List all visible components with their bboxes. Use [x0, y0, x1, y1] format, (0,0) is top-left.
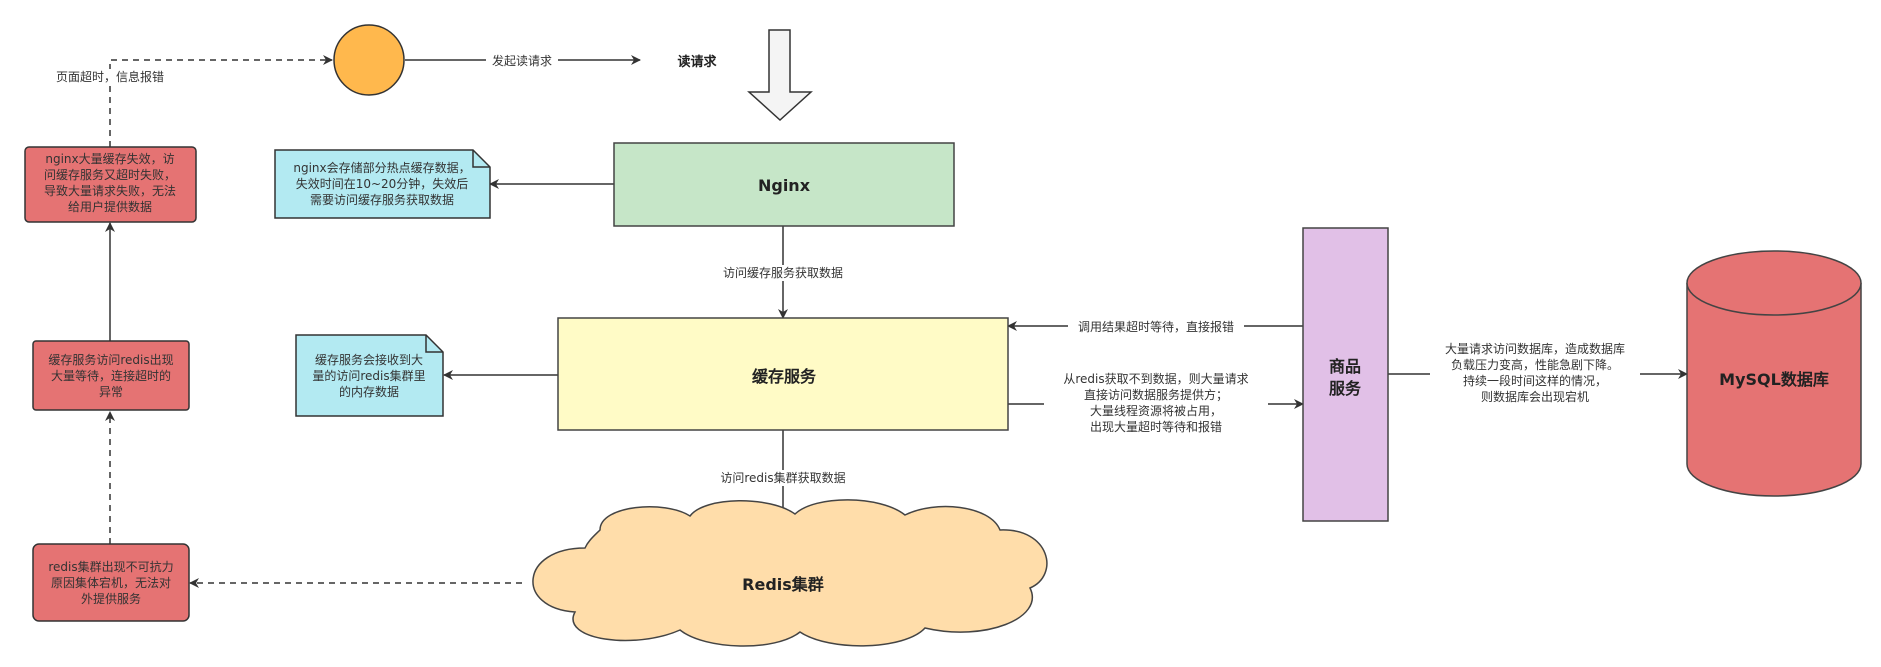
failure-cache-wait [32, 340, 190, 411]
cache-service-node [557, 317, 1009, 431]
failure-redis-down-text: redis集群出现不可抗力 原因集体宕机，无法对 外提供服务 [48, 559, 173, 606]
failure-redis-down [32, 543, 190, 622]
cache-note-fold [425, 335, 443, 353]
svg-text:商品: 商品 [1329, 357, 1361, 376]
cache-note [295, 334, 444, 417]
start-node-circle [333, 24, 405, 96]
cache-note-text: 缓存服务会接收到大 量的访问redis集群里 的内存数据 [312, 352, 425, 399]
failure-nginx [24, 146, 197, 223]
nginx-note [274, 149, 491, 219]
svg-text:负载压力变高，性能急剧下降。: 负载压力变高，性能急剧下降。 [1451, 357, 1619, 372]
edge-product-cache-label: 调用结果超时等待，直接报错 [1078, 319, 1234, 334]
svg-text:直接访问数据服务提供方；: 直接访问数据服务提供方； [1084, 387, 1228, 402]
nginx-note-fold [472, 150, 490, 168]
redis-cluster-label: Redis集群 [742, 575, 824, 594]
edge-send-request-label: 发起读请求 [492, 53, 552, 68]
edge-page-timeout [109, 55, 333, 147]
redis-cluster-cloud [532, 499, 1048, 647]
mysql-database-label: MySQL数据库 [1719, 370, 1829, 389]
edge-cache-product-label: 从redis获取不到数据，则大量请求 直接访问数据服务提供方； 大量线程资源将被… [1063, 371, 1248, 434]
svg-text:异常: 异常 [99, 385, 123, 399]
svg-text:量的访问redis集群里: 量的访问redis集群里 [312, 368, 425, 383]
svg-text:给用户提供数据: 给用户提供数据 [68, 199, 152, 214]
edge-product-mysql-label: 大量请求访问数据库，造成数据库 负载压力变高，性能急剧下降。 持续一段时间这样的… [1445, 341, 1625, 404]
read-request-label: 读请求 [677, 54, 717, 70]
svg-text:持续一段时间这样的情况，: 持续一段时间这样的情况， [1463, 373, 1607, 388]
svg-text:需要访问缓存服务获取数据: 需要访问缓存服务获取数据 [310, 192, 454, 207]
svg-text:问缓存服务又超时失败，: 问缓存服务又超时失败， [44, 167, 176, 182]
product-service-label: 商品 服务 [1329, 357, 1362, 398]
svg-text:从redis获取不到数据，则大量请求: 从redis获取不到数据，则大量请求 [1063, 371, 1248, 386]
svg-text:nginx大量缓存失效，访: nginx大量缓存失效，访 [45, 151, 174, 166]
svg-text:缓存服务访问redis出现: 缓存服务访问redis出现 [48, 352, 173, 367]
svg-text:的内存数据: 的内存数据 [339, 384, 399, 399]
svg-text:nginx会存储部分热点缓存数据，: nginx会存储部分热点缓存数据， [293, 160, 470, 175]
svg-text:失效时间在10~20分钟，失效后: 失效时间在10~20分钟，失效后 [296, 176, 469, 191]
svg-text:大量等待，连接超时的: 大量等待，连接超时的 [51, 368, 171, 383]
failure-nginx-text: nginx大量缓存失效，访 问缓存服务又超时失败， 导致大量请求失败，无法 给用… [44, 151, 176, 214]
nginx-note-text: nginx会存储部分热点缓存数据， 失效时间在10~20分钟，失效后 需要访问缓… [293, 160, 470, 207]
svg-text:服务: 服务 [1329, 379, 1362, 398]
svg-text:出现大量超时等待和报错: 出现大量超时等待和报错 [1090, 419, 1222, 434]
svg-text:原因集体宕机，无法对: 原因集体宕机，无法对 [51, 575, 171, 590]
edge-cache-redis-label: 访问redis集群获取数据 [720, 470, 845, 485]
svg-text:导致大量请求失败，无法: 导致大量请求失败，无法 [44, 183, 176, 198]
svg-text:则数据库会出现宕机: 则数据库会出现宕机 [1481, 389, 1589, 404]
mysql-database-node [1686, 250, 1862, 497]
incoming-request-arrow [747, 29, 813, 122]
product-service-node [1302, 227, 1389, 522]
edge-nginx-cache-label: 访问缓存服务获取数据 [723, 265, 843, 280]
svg-text:缓存服务会接收到大: 缓存服务会接收到大 [315, 352, 423, 367]
edge-page-timeout-label: 页面超时，信息报错 [56, 69, 164, 84]
svg-text:大量请求访问数据库，造成数据库: 大量请求访问数据库，造成数据库 [1445, 341, 1625, 356]
svg-text:外提供服务: 外提供服务 [81, 591, 141, 606]
nginx-node [613, 142, 955, 227]
failure-cache-wait-text: 缓存服务访问redis出现 大量等待，连接超时的 异常 [48, 352, 173, 399]
cache-service-label: 缓存服务 [751, 367, 817, 386]
svg-text:大量线程资源将被占用，: 大量线程资源将被占用， [1090, 403, 1222, 418]
nginx-node-label: Nginx [758, 176, 811, 195]
svg-text:redis集群出现不可抗力: redis集群出现不可抗力 [48, 559, 173, 574]
